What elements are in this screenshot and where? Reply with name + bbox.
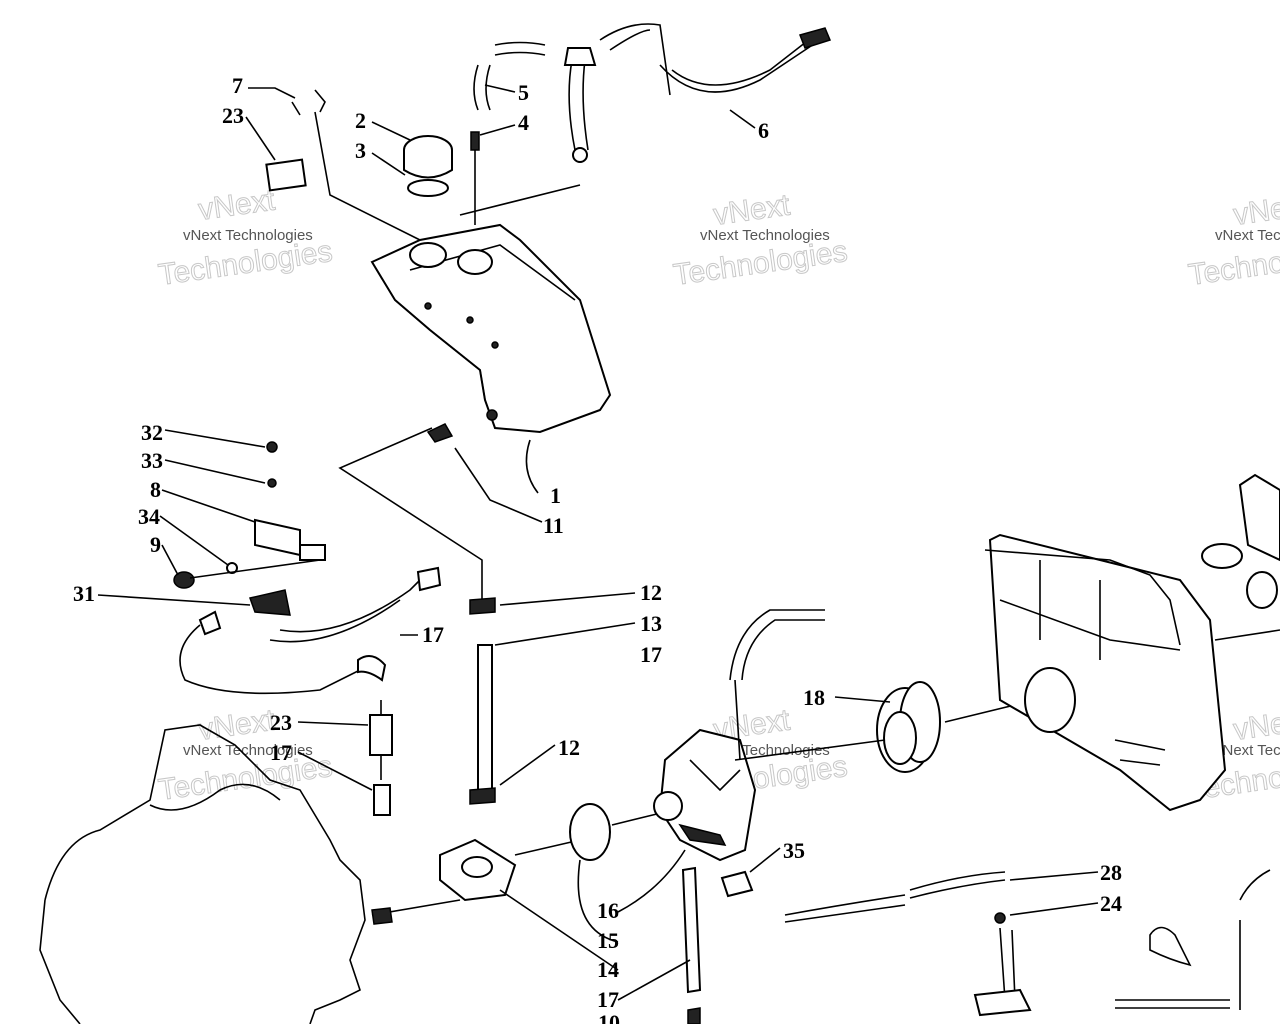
- callout-15: 15: [597, 928, 619, 953]
- vent-hose: [473, 64, 491, 111]
- callout-35: 35: [783, 838, 805, 863]
- callout-8: 8: [150, 477, 161, 502]
- oil-level-sender: [563, 23, 832, 163]
- fuel-hose-right: [784, 894, 906, 923]
- tank-cap: [403, 135, 453, 197]
- svg-text:vNext: vNext: [196, 703, 277, 746]
- airbox-fittings: [1201, 473, 1280, 609]
- callout-4: 4: [518, 110, 529, 135]
- leader-lines: [97, 84, 1099, 1001]
- callout-1: 1: [550, 483, 561, 508]
- svg-text:vNext Technologies: vNext Technologies: [1215, 742, 1280, 759]
- svg-text:vNext: vNext: [196, 183, 277, 226]
- callout-10: 10: [598, 1010, 620, 1024]
- callout-17-left: 17: [422, 622, 444, 647]
- callout-labels: 1 2 3 4 5 6 7 8 9 10 11 12 12 13 14 15 1…: [73, 73, 1122, 1029]
- watermark-top-center: vNext Technologies vNext Technologies: [671, 188, 850, 292]
- svg-text:vNext Technologies: vNext Technologies: [183, 742, 313, 759]
- svg-text:vNext: vNext: [711, 188, 792, 231]
- watermark-top-left: vNext Technologies vNext Technologies: [156, 183, 335, 292]
- callout-5: 5: [518, 80, 529, 105]
- carb-vent-hose: [729, 609, 825, 681]
- fuel-hose-lower: [681, 866, 702, 994]
- oil-line: [477, 644, 493, 796]
- callout-23-filter: 23: [270, 710, 292, 735]
- hose-clamp-lower: [469, 787, 496, 805]
- watermark-top-right: vNext Technologies vNext Technologies: [1186, 188, 1280, 292]
- callout-31: 31: [73, 581, 95, 606]
- carburetor: [653, 728, 757, 862]
- engine-outline: [44, 724, 366, 1025]
- svg-text:vNext Technologies: vNext Technologies: [183, 227, 313, 244]
- oil-valve-assembly: [173, 441, 326, 616]
- hose-clamp-upper: [469, 597, 496, 615]
- callout-23-top: 23: [222, 103, 244, 128]
- callout-6: 6: [758, 118, 769, 143]
- fuel-filter: [369, 700, 393, 816]
- intake-boot: [876, 681, 941, 773]
- callout-16: 16: [597, 898, 619, 923]
- callout-12-lower: 12: [558, 735, 580, 760]
- callout-17-carb: 17: [597, 987, 619, 1012]
- callout-34: 34: [138, 504, 160, 529]
- hose-left: [179, 624, 361, 695]
- callout-17-mid: 17: [640, 642, 662, 667]
- intake-flange: [439, 838, 517, 902]
- carb-clamp: [569, 803, 611, 861]
- decal: [265, 158, 307, 192]
- callout-33: 33: [141, 448, 163, 473]
- oil-tank: [370, 223, 612, 434]
- callout-24: 24: [1100, 891, 1122, 916]
- callout-11: 11: [543, 513, 564, 538]
- callout-13: 13: [640, 611, 662, 636]
- fuel-pump: [973, 988, 1032, 1017]
- callout-9: 9: [150, 532, 161, 557]
- svg-text:vNext Technologies: vNext Technologies: [700, 227, 830, 244]
- callout-7: 7: [232, 73, 243, 98]
- callout-17-filter: 17: [270, 740, 292, 765]
- callout-12-upper: 12: [640, 580, 662, 605]
- svg-text:vNext: vNext: [1231, 703, 1280, 746]
- callout-32: 32: [141, 420, 163, 445]
- hose-clip: [720, 870, 754, 898]
- air-silencer: [984, 533, 1280, 812]
- svg-text:vNext: vNext: [1231, 188, 1280, 231]
- callout-14: 14: [597, 957, 619, 982]
- svg-text:vNext Technologies: vNext Technologies: [1215, 227, 1280, 244]
- tank-fitting: [426, 423, 454, 443]
- callout-18: 18: [803, 685, 825, 710]
- callout-28: 28: [1100, 860, 1122, 885]
- fitting: [470, 131, 480, 151]
- clip: [291, 89, 326, 116]
- callout-2: 2: [355, 108, 366, 133]
- callout-3: 3: [355, 138, 366, 163]
